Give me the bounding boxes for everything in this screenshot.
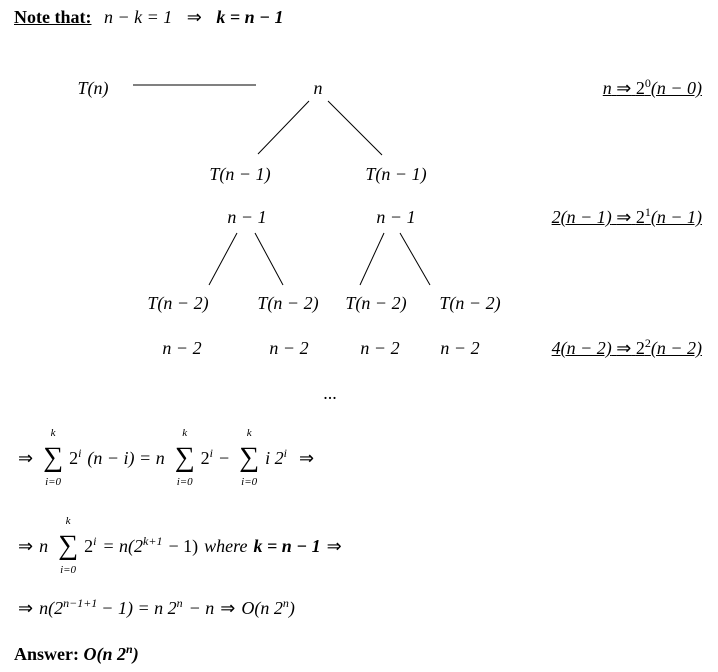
tree-edge [399,232,431,286]
derivation-line-1: ⇒ k∑i=0 2i (n − i) = n k∑i=0 2i − k∑i=0 … [18,427,315,488]
level-sum-1: 2(n − 1) ⇒ 21(n − 1) [551,205,702,227]
level1-cost: n − 1 [376,207,416,227]
summation: k∑i=0 [239,427,260,488]
level-sum-0: n ⇒ 20(n − 0) [602,76,702,98]
tree-edge [327,100,383,156]
level2-label: T(n − 2) [147,293,209,313]
answer-label: Answer: [14,644,79,664]
implies-arrow: ⇒ [186,7,202,27]
tree-edge [254,232,284,286]
root-label: T(n) [77,78,109,98]
ellipsis: ... [323,383,337,403]
answer-value: O(n 2n) [83,642,139,664]
level2-cost: n − 2 [269,338,309,358]
level1-label: T(n − 1) [365,164,427,184]
summation: k∑i=0 [43,427,64,488]
summation: k∑i=0 [58,515,79,576]
note-label: Note that: [14,7,92,27]
derivation-line-3: ⇒ n(2n−1+1 − 1) = n 2n − n ⇒ O(n 2n) [18,596,295,618]
tree-edge [359,232,385,286]
level-sum-2: 4(n − 2) ⇒ 22(n − 2) [551,336,702,358]
level2-cost: n − 2 [440,338,480,358]
level2-label: T(n − 2) [439,293,501,313]
level2-cost: n − 2 [360,338,400,358]
note-line: Note that: n − k = 1 ⇒ k = n − 1 [14,8,284,26]
level2-label: T(n − 2) [257,293,319,313]
tree-edge [257,100,310,155]
summation: k∑i=0 [174,427,195,488]
level1-cost: n − 1 [227,207,267,227]
level2-cost: n − 2 [162,338,202,358]
level1-label: T(n − 1) [209,164,271,184]
answer-line: Answer: O(n 2n) [14,642,139,664]
level2-label: T(n − 2) [345,293,407,313]
derivation-line-2: ⇒ n k∑i=0 2i = n(2k+1 − 1) where k = n −… [18,515,342,576]
tree-edge [208,232,238,286]
root-cost: n [313,78,323,98]
note-result: k = n − 1 [216,7,284,27]
note-equation: n − k = 1 [103,7,173,27]
